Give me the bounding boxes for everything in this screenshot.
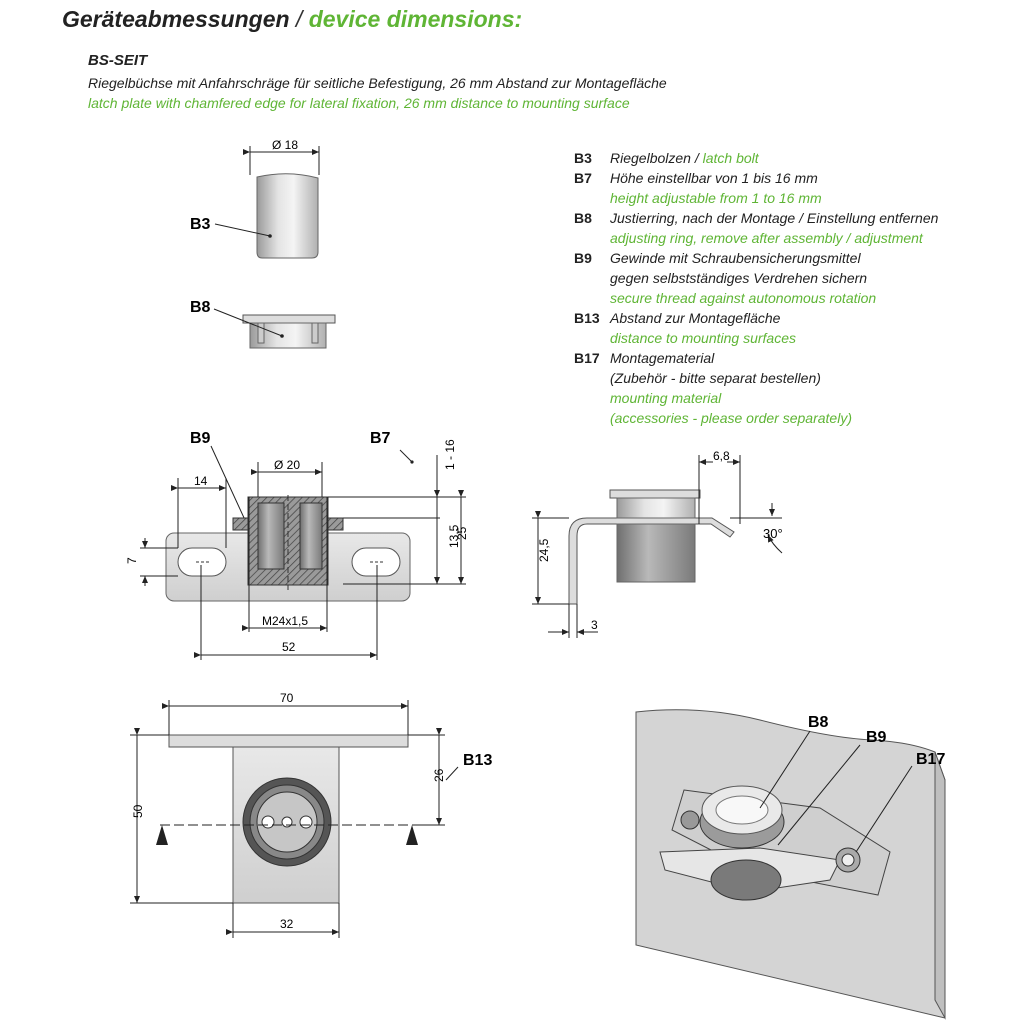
legend-text-de: Riegelbolzen / bbox=[610, 150, 703, 166]
legend-text-en: secure thread against autonomous rotatio… bbox=[610, 290, 877, 306]
dim-w52: 52 bbox=[282, 640, 296, 654]
dim-thread: M24x1,5 bbox=[262, 614, 308, 628]
dim-h7: 7 bbox=[125, 557, 139, 564]
legend-key: B13 bbox=[574, 310, 600, 326]
legend-text-de: Gewinde mit Schraubensicherungsmittel bbox=[610, 250, 861, 266]
legend-text-de: Höhe einstellbar von 1 bis 16 mm bbox=[610, 170, 818, 186]
dim-d18: Ø 18 bbox=[272, 138, 298, 152]
product-header: BS-SEIT Riegelbüchse mit Anfahrschräge f… bbox=[88, 52, 667, 113]
dim-a30: 30° bbox=[763, 526, 783, 541]
dim-w68: 6,8 bbox=[713, 449, 730, 463]
legend-key: B7 bbox=[574, 170, 592, 186]
product-code: BS-SEIT bbox=[88, 52, 148, 69]
legend-key: B17 bbox=[574, 350, 600, 366]
legend-text-de: Abstand zur Montagefläche bbox=[610, 310, 781, 326]
legend: B3 Riegelbolzen / latch bolt B7 Höhe ein… bbox=[574, 148, 938, 428]
dim-h25: 25 bbox=[455, 526, 469, 540]
dim-t3: 3 bbox=[591, 618, 598, 632]
label-b3: B3 bbox=[190, 216, 211, 233]
legend-item-b9: B9 Gewinde mit Schraubensicherungsmittel bbox=[574, 248, 938, 268]
legend-text-de: (Zubehör - bitte separat bestellen) bbox=[610, 370, 821, 386]
dim-w32: 32 bbox=[280, 917, 294, 931]
legend-key: B3 bbox=[574, 150, 592, 166]
page-title: Geräteabmessungen / device dimensions: bbox=[62, 6, 522, 33]
legend-item-b3: B3 Riegelbolzen / latch bolt bbox=[574, 148, 938, 168]
label-b8-3d: B8 bbox=[808, 714, 829, 731]
dim-w14: 14 bbox=[194, 474, 208, 488]
label-b13: B13 bbox=[463, 752, 492, 769]
legend-text-de: Montagematerial bbox=[610, 350, 715, 366]
legend-item-b7: B7 Höhe einstellbar von 1 bis 16 mm bbox=[574, 168, 938, 188]
title-english: device dimensions: bbox=[308, 6, 523, 32]
legend-item-b8: B8 Justierring, nach der Montage / Einst… bbox=[574, 208, 938, 228]
dim-h26: 26 bbox=[432, 768, 446, 782]
title-german: Geräteabmessungen bbox=[62, 6, 290, 32]
top-view-drawing: 70 26 B13 50 32 bbox=[130, 691, 492, 938]
legend-text-en: latch bolt bbox=[702, 150, 759, 166]
product-desc-de: Riegelbüchse mit Anfahrschräge für seitl… bbox=[88, 75, 667, 91]
dim-h245: 24,5 bbox=[537, 538, 551, 562]
legend-key: B8 bbox=[574, 210, 592, 226]
legend-text-de: Justierring, nach der Montage / Einstell… bbox=[610, 210, 939, 226]
dim-w70: 70 bbox=[280, 691, 294, 705]
label-b17-3d: B17 bbox=[916, 751, 945, 768]
dim-adj: 1 - 16 bbox=[443, 439, 457, 470]
legend-text-de: gegen selbstständiges Verdrehen sichern bbox=[610, 270, 868, 286]
product-desc-en: latch plate with chamfered edge for late… bbox=[88, 95, 630, 111]
label-b9-3d: B9 bbox=[866, 729, 887, 746]
side-view-drawing: 6,8 30° 24,5 3 bbox=[532, 449, 783, 638]
label-b8: B8 bbox=[190, 299, 211, 316]
legend-text-en: adjusting ring, remove after assembly / … bbox=[610, 230, 923, 246]
label-b9: B9 bbox=[190, 430, 211, 447]
dim-d20: Ø 20 bbox=[274, 458, 300, 472]
legend-key: B9 bbox=[574, 250, 592, 266]
legend-text-en: height adjustable from 1 to 16 mm bbox=[610, 190, 822, 206]
title-separator: / bbox=[289, 6, 309, 32]
legend-text-en: (accessories - please order separately) bbox=[610, 410, 852, 426]
isometric-view-drawing: B8 B9 B17 bbox=[635, 709, 946, 1020]
legend-item-b17: B17 Montagematerial bbox=[574, 348, 938, 368]
legend-item-b13: B13 Abstand zur Montagefläche bbox=[574, 308, 938, 328]
legend-text-en: distance to mounting surfaces bbox=[610, 330, 796, 346]
dim-h135: 13,5 bbox=[447, 524, 461, 548]
legend-text-en: mounting material bbox=[610, 390, 722, 406]
adjusting-ring-drawing: B8 bbox=[190, 299, 336, 349]
dim-h50: 50 bbox=[131, 804, 145, 818]
front-section-drawing: B9 B7 M24x1,5 52 14 Ø 20 7 bbox=[125, 430, 469, 660]
latch-bolt-drawing: Ø 18 B3 bbox=[190, 138, 320, 259]
label-b7: B7 bbox=[370, 430, 391, 447]
